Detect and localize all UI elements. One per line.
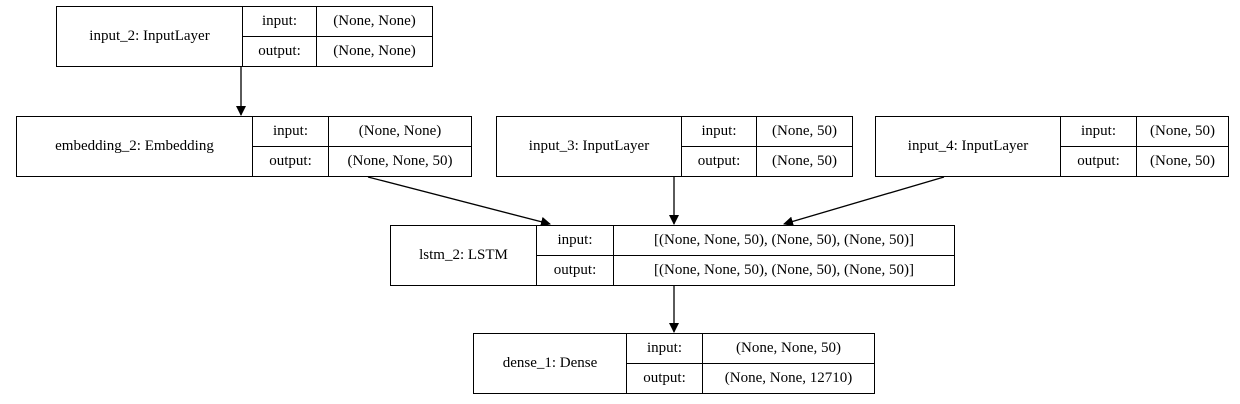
output-row: output: [(None, None, 50), (None, 50), (…: [537, 255, 954, 285]
edge-embedding_2-to-lstm_2: [367, 176, 551, 227]
edge-input_4-to-lstm_2: [783, 176, 945, 227]
input-label: input:: [627, 334, 703, 363]
input-row: input: [(None, None, 50), (None, 50), (N…: [537, 226, 954, 255]
input-shape: (None, 50): [1150, 123, 1215, 139]
output-label: output:: [243, 37, 317, 66]
input-row: input: (None, 50): [1061, 117, 1228, 146]
output-row: output: (None, 50): [682, 146, 852, 176]
output-shape: (None, None): [333, 43, 416, 59]
input-label: input:: [1061, 117, 1137, 146]
input-shape: (None, None): [358, 123, 442, 139]
output-shape: (None, 50): [772, 153, 837, 169]
output-shape: (None, 50): [1150, 153, 1215, 169]
layer-node-input-2: input_2: InputLayer input: (None, None) …: [56, 6, 433, 67]
layer-name: dense_1: Dense: [474, 334, 627, 393]
layer-node-lstm-2: lstm_2: LSTM input: [(None, None, 50), (…: [390, 225, 955, 286]
layer-node-input-3: input_3: InputLayer input: (None, 50) ou…: [496, 116, 853, 177]
input-row: input: (None, None): [253, 117, 471, 146]
output-shape: [(None, None, 50), (None, 50), (None, 50…: [654, 262, 914, 278]
layer-name: input_4: InputLayer: [876, 117, 1061, 176]
layer-name: embedding_2: Embedding: [17, 117, 253, 176]
layer-node-input-4: input_4: InputLayer input: (None, 50) ou…: [875, 116, 1229, 177]
output-label: output:: [537, 256, 614, 285]
input-label: input:: [243, 7, 317, 36]
input-label: input:: [537, 226, 614, 255]
output-row: output: (None, 50): [1061, 146, 1228, 176]
input-row: input: (None, None, 50): [627, 334, 874, 363]
output-label: output:: [682, 147, 757, 176]
output-row: output: (None, None): [243, 36, 432, 66]
output-shape: (None, None, 50): [347, 153, 453, 169]
layer-node-embedding-2: embedding_2: Embedding input: (None, Non…: [16, 116, 472, 177]
input-shape: [(None, None, 50), (None, 50), (None, 50…: [654, 232, 914, 248]
output-row: output: (None, None, 12710): [627, 363, 874, 393]
input-row: input: (None, None): [243, 7, 432, 36]
input-shape: (None, None, 50): [736, 340, 841, 356]
layer-node-dense-1: dense_1: Dense input: (None, None, 50) o…: [473, 333, 875, 394]
output-shape: (None, None, 12710): [724, 370, 853, 386]
layer-name: input_3: InputLayer: [497, 117, 682, 176]
input-shape: (None, None): [333, 13, 416, 29]
input-row: input: (None, 50): [682, 117, 852, 146]
layer-name: input_2: InputLayer: [57, 7, 243, 66]
input-shape: (None, 50): [772, 123, 837, 139]
output-label: output:: [253, 147, 329, 176]
input-label: input:: [253, 117, 329, 146]
output-label: output:: [627, 364, 703, 393]
layer-name: lstm_2: LSTM: [391, 226, 537, 285]
input-label: input:: [682, 117, 757, 146]
output-row: output: (None, None, 50): [253, 146, 471, 176]
output-label: output:: [1061, 147, 1137, 176]
